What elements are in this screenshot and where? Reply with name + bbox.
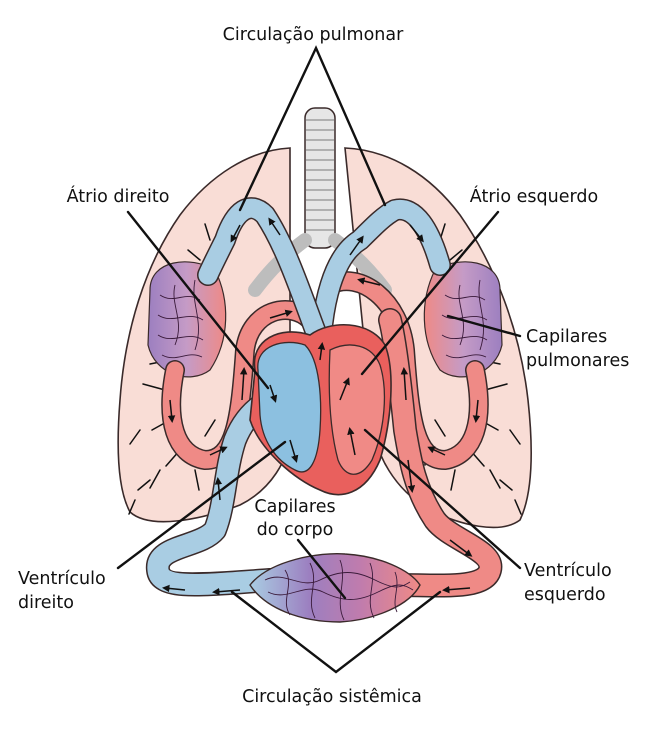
leader-pulmonary-capillaries <box>446 314 522 338</box>
label-systemic-circulation: Circulação sistêmica <box>242 687 422 707</box>
leader-right-ventricle <box>116 440 287 570</box>
label-left-atrium: Átrio esquerdo <box>470 185 598 207</box>
label-pulmonary-capillaries-1: Capilares <box>526 327 607 347</box>
leader-body-capillaries <box>296 538 347 600</box>
body-capillaries <box>249 553 421 623</box>
leader-lines <box>116 45 522 674</box>
leader-left-atrium <box>360 210 500 376</box>
label-right-atrium: Átrio direito <box>67 185 170 207</box>
leader-right-atrium <box>126 210 270 390</box>
labels: Circulação pulmonar Átrio direito Átrio … <box>18 25 629 707</box>
label-right-ventricle-2: direito <box>18 593 74 613</box>
leader-left-ventricle <box>363 428 522 570</box>
label-left-ventricle-2: esquerdo <box>524 585 606 605</box>
label-pulmonary-circulation: Circulação pulmonar <box>223 25 404 45</box>
heart <box>249 324 392 496</box>
label-right-ventricle-1: Ventrículo <box>18 569 106 589</box>
leader-pulmonary-circulation <box>238 45 387 212</box>
right-heart-chambers <box>257 341 322 473</box>
label-body-capillaries-2: do corpo <box>257 520 334 540</box>
label-left-ventricle-1: Ventrículo <box>524 561 612 581</box>
leader-systemic-circulation <box>230 590 442 674</box>
systemic-vessels <box>146 308 503 598</box>
label-body-capillaries-1: Capilares <box>254 497 335 517</box>
label-pulmonary-capillaries-2: pulmonares <box>526 351 629 371</box>
flow-arrows <box>162 217 481 596</box>
